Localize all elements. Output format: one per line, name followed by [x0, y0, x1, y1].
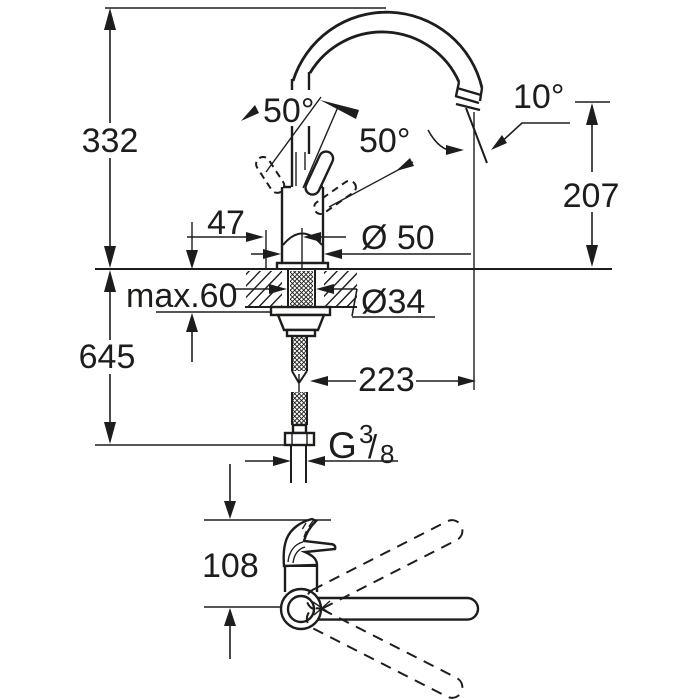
- supply-pipe: [290, 445, 307, 483]
- spout-outer-arc: [291, 10, 484, 89]
- top-view: 108: [202, 464, 480, 699]
- arrow-right: [246, 232, 264, 242]
- angle-leader: [496, 122, 570, 147]
- leader: [234, 288, 435, 318]
- dim-handle-offset: 47: [187, 204, 346, 268]
- dim-deck-thickness: max.60: [126, 250, 272, 362]
- outlet-angle-label: 10°: [513, 78, 564, 116]
- handle-depth-label: 108: [202, 547, 259, 585]
- handle-hidden-edges: [299, 520, 314, 538]
- hose-collar: [291, 423, 308, 435]
- overall-height-label: 332: [82, 122, 139, 160]
- angle-arc-arrow: [446, 145, 464, 155]
- handle-offset-label: 47: [207, 204, 245, 242]
- dim-handle-depth: 108: [202, 464, 331, 659]
- arrow-left: [303, 232, 321, 242]
- body-diameter-label: Ø 50: [361, 219, 435, 257]
- arrow-left: [324, 249, 342, 259]
- handle-top-view: [282, 517, 337, 568]
- arrow-down: [586, 245, 598, 267]
- thread-prefix-label: G: [328, 425, 357, 466]
- spout-riser: [290, 72, 311, 187]
- dim-shank-diameter: Ø34: [234, 283, 435, 321]
- dim-thread: G 3 / 8: [245, 419, 398, 469]
- arrow-down: [186, 250, 198, 269]
- thread-slash: /: [368, 428, 378, 465]
- lever-solid: [304, 150, 335, 196]
- hose-lower: [291, 392, 308, 425]
- deck-thickness-label: max.60: [126, 277, 238, 315]
- hose-braid-lower: [292, 392, 307, 425]
- spout-top-view-solid: [299, 596, 480, 621]
- undersink-assembly: [269, 270, 332, 483]
- dim-spout-reach: 223: [310, 361, 476, 399]
- arrow-down: [104, 246, 116, 268]
- riser-inner-lines: [295, 152, 306, 186]
- arrow-up: [224, 608, 236, 626]
- arrow-down: [104, 422, 116, 444]
- outlet-height-label: 207: [563, 177, 620, 215]
- base-flange: [275, 261, 330, 270]
- pivot-cross-mark: [312, 600, 332, 616]
- dim-body-diameter: Ø 50: [251, 219, 471, 259]
- angle-leader-arrow: [491, 135, 507, 150]
- handle-dome-arcs: [287, 541, 306, 564]
- lever-angle-front-label: 50°: [263, 92, 314, 130]
- arrow-down: [224, 501, 236, 519]
- nut-step: [285, 328, 317, 338]
- dim-lever-angle-front: 50°: [241, 92, 359, 130]
- extension-lines: [191, 222, 267, 268]
- thread-numerator-label: 3: [359, 419, 373, 449]
- dim-lever-angle-side: 50°: [359, 122, 414, 171]
- thread-denominator-label: 8: [380, 439, 394, 469]
- side-view: 50° 50° 10° 332: [79, 7, 620, 483]
- arrow-right: [458, 376, 476, 386]
- angle-arrow: [396, 158, 414, 171]
- arrow-left: [310, 376, 328, 386]
- under-counter-height-label: 645: [79, 338, 136, 376]
- hose-upper: [291, 336, 308, 384]
- spout-reach-label: 223: [358, 361, 415, 399]
- arrow-up: [104, 8, 116, 30]
- spout-swivel-dashed-right: [305, 607, 464, 699]
- arrow-right: [269, 284, 287, 294]
- spout-swivel-dashed-left: [305, 519, 464, 611]
- dim-overall-height: 332: [82, 7, 386, 268]
- spout: [290, 10, 484, 187]
- hose-braid-upper: [292, 336, 307, 371]
- arrow-right: [273, 456, 291, 466]
- connection-nut: [283, 431, 316, 447]
- lever-angle-side-label: 50°: [359, 122, 410, 160]
- angle-arrow-left: [241, 105, 259, 121]
- shank-braid: [290, 271, 313, 307]
- shank-tube: [287, 270, 316, 307]
- shank-diameter-label: Ø34: [361, 283, 425, 321]
- arrow-left: [307, 456, 325, 466]
- faucet-body: [275, 185, 330, 270]
- dim-under-counter-height: 645: [79, 270, 308, 446]
- arrow-left: [316, 284, 334, 294]
- spout-inner-arc: [308, 30, 461, 83]
- lever-dashed-front: [313, 179, 357, 215]
- spout-outlet-aerator: [454, 81, 484, 112]
- arrow-up: [186, 313, 198, 332]
- mounting-nut: [276, 313, 326, 332]
- arrow-right: [263, 249, 281, 259]
- arrow-up: [104, 270, 116, 292]
- stream-line: [465, 107, 488, 164]
- dim-outlet-height: 207: [563, 101, 620, 267]
- top-view-faucet: [279, 517, 480, 699]
- angle-arrow-right: [320, 100, 359, 119]
- dim-outlet-angle: 10°: [427, 78, 570, 390]
- arrow-up: [586, 103, 598, 125]
- connection-nut-facets: [291, 433, 308, 445]
